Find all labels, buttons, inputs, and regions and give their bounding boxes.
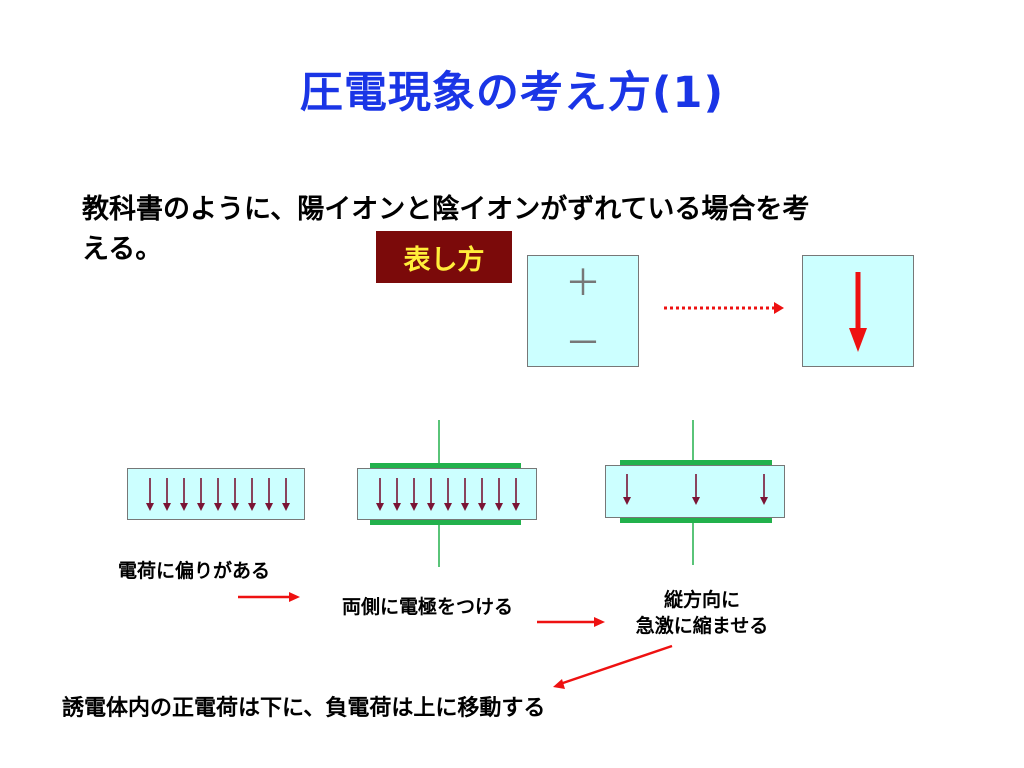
minus-sign: － bbox=[564, 323, 601, 364]
caption-compress-line-1: 縦方向に bbox=[663, 589, 740, 611]
charge-box: ＋ － bbox=[527, 255, 639, 367]
caption-compress-line-2: 急激に縮ませる bbox=[635, 615, 769, 637]
block-2-electrodes bbox=[370, 420, 521, 567]
block-3-arrows bbox=[623, 474, 768, 505]
big-down-arrow-icon bbox=[849, 272, 867, 352]
representation-badge: 表し方 bbox=[376, 231, 512, 283]
block-1-arrows bbox=[146, 478, 290, 511]
crystal-block-3 bbox=[605, 465, 785, 518]
conclusion-text: 誘電体内の正電荷は下に、負電荷は上に移動する bbox=[62, 696, 546, 721]
diagonal-arrow-icon bbox=[553, 644, 673, 689]
step-arrow-1-icon bbox=[238, 592, 300, 602]
block-2-arrows bbox=[376, 478, 520, 511]
plus-sign: ＋ bbox=[564, 263, 601, 304]
block-3-electrodes bbox=[620, 420, 772, 565]
intro-text: 教科書のように、陽イオンと陰イオンがずれている場合を考 える。 bbox=[82, 190, 942, 270]
caption-compress: 縦方向に 急激に縮ませる bbox=[612, 587, 792, 639]
intro-line-1: 教科書のように、陽イオンと陰イオンがずれている場合を考 bbox=[82, 194, 810, 225]
crystal-block-2 bbox=[357, 468, 537, 520]
caption-attach-electrodes: 両側に電極をつける bbox=[342, 596, 514, 618]
step-arrow-2-icon bbox=[537, 617, 605, 627]
caption-charge-bias: 電荷に偏りがある bbox=[118, 560, 271, 582]
dotted-arrow-icon bbox=[664, 302, 784, 314]
slide-title: 圧電現象の考え方(1) bbox=[299, 68, 725, 118]
crystal-block-1 bbox=[127, 468, 305, 520]
intro-line-2: える。 bbox=[82, 234, 163, 265]
